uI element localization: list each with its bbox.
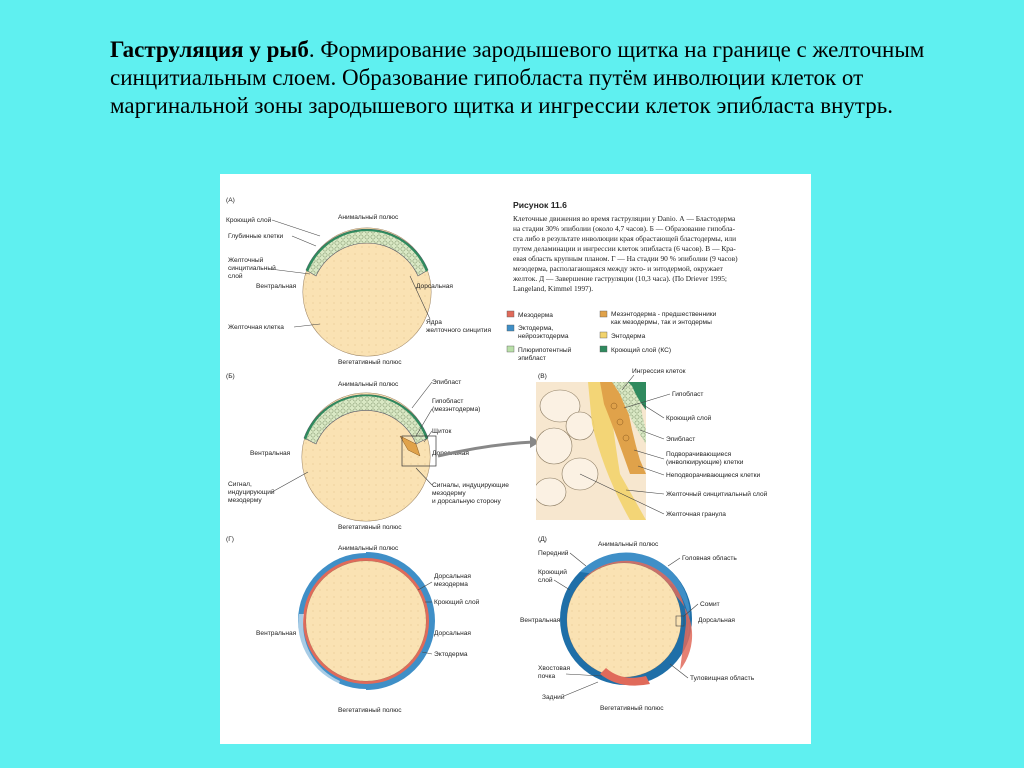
panel-d-anterior-label: Передний xyxy=(538,549,569,557)
panel-v-involuting-label-1: Подворачивающиеся xyxy=(666,451,732,458)
legend-swatch-covering xyxy=(599,345,608,353)
legend-mesoderm: Мезодерма xyxy=(518,312,553,319)
panel-b-animal-label: Анимальный полюс xyxy=(338,380,399,388)
panel-a-covering-label: Кроющий слой xyxy=(226,216,272,224)
panel-b-hypo-label-1: Гипобласт xyxy=(432,397,463,405)
legend-mesendoderm: Мезэнтодерма - предшественники xyxy=(611,311,717,318)
panel-a-nuclei-label-1: Ядра xyxy=(426,319,442,326)
panel-d-head-label: Головная область xyxy=(682,554,737,562)
panel-v-closeup xyxy=(536,382,646,520)
gastrulation-figure: (А) Анимальный полюс Кроющий слой Глубин… xyxy=(220,174,811,744)
caption-line-6: мезодерма, располагающаяся между экто- и… xyxy=(513,264,724,273)
panel-b-epiblast-label: Эпибласт xyxy=(432,378,461,386)
legend: Мезодерма Эктодерма, нейроэктодерма Плюр… xyxy=(506,310,717,362)
legend-swatch-mesoderm xyxy=(506,310,515,318)
panel-v-granule-label: Желточная гранула xyxy=(666,511,726,518)
panel-g-ecto-label: Эктодерма xyxy=(434,651,468,658)
panel-b-signal-label-3: мезодерму xyxy=(228,497,262,504)
panel-a-dorsal-label: Дорсальная xyxy=(416,283,453,290)
panel-d-embryo xyxy=(560,552,693,686)
panel-a-nuclei-label-2: желточного синцития xyxy=(426,327,491,334)
panel-a-ysl-label-3: слой xyxy=(228,272,243,280)
caption-line-7: желток. Д — Завершение гаструляции (10,3… xyxy=(512,274,727,283)
panel-a-tag: (А) xyxy=(226,197,235,204)
legend-endoderm: Энтодерма xyxy=(611,333,646,340)
panel-b-hypo-label-2: (мезэнтодерма) xyxy=(432,406,480,413)
panel-a-animal-label: Анимальный полюс xyxy=(338,213,399,221)
caption-line-5: евая область крупным планом. Г — На стад… xyxy=(513,254,738,263)
legend-covering: Кроющий слой (КС) xyxy=(611,346,671,354)
panel-g-covering-label: Кроющий слой xyxy=(434,598,480,606)
caption-line-8: Langeland, Kimmel 1997). xyxy=(513,284,593,293)
panel-g-dorsal-meso-label-1: Дорсальная xyxy=(434,573,471,580)
panel-a-ysl-label-1: Желточный xyxy=(228,256,264,264)
panel-b-signals-label-1: Сигналы, индуцирующие xyxy=(432,482,509,489)
panel-d-vegetal-label: Вегетативный полюс xyxy=(600,704,664,712)
panel-a-yolk-label: Желточная клетка xyxy=(228,324,284,331)
panel-d-covering-label-1: Кроющий xyxy=(538,568,567,576)
panel-v-epiblast-label: Эпибласт xyxy=(666,435,695,443)
panel-g-vegetal-label: Вегетативный полюс xyxy=(338,706,402,714)
panel-a-embryo xyxy=(302,227,432,357)
title-bold: Гаструляция у рыб xyxy=(110,37,309,62)
slide-title: Гаструляция у рыб. Формирование зародыше… xyxy=(110,36,980,120)
panel-v-ysl-label: Желточный синцитиальный слой xyxy=(666,490,768,498)
panel-b-signals-label-3: и дорсальную сторону xyxy=(432,498,502,505)
panel-b-vegetal-label: Вегетативный полюс xyxy=(338,523,402,531)
panel-g-tag: (Г) xyxy=(226,536,234,543)
panel-a-ysl-label-2: синцитиальный xyxy=(228,264,276,272)
legend-swatch-epiblast xyxy=(506,345,515,353)
panel-g-ventral-label: Вентральная xyxy=(256,630,297,637)
figure-svg: (А) Анимальный полюс Кроющий слой Глубин… xyxy=(226,197,768,714)
caption-line-2: на стадии 30% эпиболии (около 4,7 часов)… xyxy=(513,224,736,233)
title-text: . Формирование зародышевого щитка на гра… xyxy=(110,37,925,118)
panel-d-ventral-label: Вентральная xyxy=(520,617,561,624)
caption-line-1: Клеточные движения во время гаструляции … xyxy=(513,214,736,223)
panel-v-ingression-label: Ингрессия клеток xyxy=(632,368,686,375)
caption-line-4: путем деламинации и ингрессии клеток эпи… xyxy=(513,244,736,253)
panel-a-deep-label: Глубинные клетки xyxy=(228,232,284,240)
legend-swatch-ectoderm xyxy=(506,324,515,332)
panel-b-embryo xyxy=(301,392,437,522)
panel-g-dorsal-meso-label-2: мезодерма xyxy=(434,581,468,588)
panel-v-tag: (В) xyxy=(538,373,547,380)
legend-swatch-endoderm xyxy=(599,331,608,339)
legend-ectoderm: Эктодерма, xyxy=(518,325,554,332)
panel-d-animal-label: Анимальный полюс xyxy=(598,540,659,548)
panel-d-tail-label-1: Хвостовая xyxy=(538,665,570,672)
panel-v-covering-label: Кроющий слой xyxy=(666,414,712,422)
panel-g-animal-label: Анимальный полюс xyxy=(338,544,399,552)
panel-v-hypoblast-label: Гипобласт xyxy=(672,390,703,398)
legend-ectoderm-2: нейроэктодерма xyxy=(518,332,569,340)
panel-d-dorsal-label: Дорсальная xyxy=(698,617,735,624)
panel-v-noninvoluting-label: Неподворачивающиеся клетки xyxy=(666,472,760,479)
panel-v-involuting-label-2: (инволюирующие) клетки xyxy=(666,459,744,466)
panel-b-ventral-label: Вентральная xyxy=(250,450,291,457)
panel-d-posterior-label: Задний xyxy=(542,693,565,701)
panel-b-signal-label-1: Сигнал, xyxy=(228,481,252,488)
panel-b-tag: (Б) xyxy=(226,373,235,380)
panel-b-shield-label: Щиток xyxy=(432,428,451,435)
zoom-arrow xyxy=(437,440,535,458)
caption-line-3: ста либо в результате инволюции края обр… xyxy=(513,234,736,243)
panel-d-tag: (Д) xyxy=(538,536,547,543)
panel-d-tail-label-2: почка xyxy=(538,673,556,680)
panel-b-signal-label-2: индуцирующий xyxy=(228,488,275,496)
legend-epiblast: Плюрипотентный xyxy=(518,346,572,354)
panel-b-signals-label-2: мезодерму xyxy=(432,490,466,497)
caption-heading: Рисунок 11.6 xyxy=(513,200,567,210)
legend-epiblast-2: эпибласт xyxy=(518,354,546,362)
panel-a-vegetal-label: Вегетативный полюс xyxy=(338,358,402,366)
panel-d-covering-label-2: слой xyxy=(538,576,553,584)
panel-d-trunk-label: Туловищная область xyxy=(690,674,755,682)
panel-d-somite-label: Сомит xyxy=(700,601,720,608)
legend-swatch-mesendoderm xyxy=(599,310,608,318)
panel-a-ventral-label: Вентральная xyxy=(256,283,297,290)
panel-g-embryo xyxy=(298,552,435,690)
panel-g-dorsal-label: Дорсальная xyxy=(434,630,471,637)
legend-mesendoderm-2: как мезодермы, так и энтодермы xyxy=(611,319,712,326)
